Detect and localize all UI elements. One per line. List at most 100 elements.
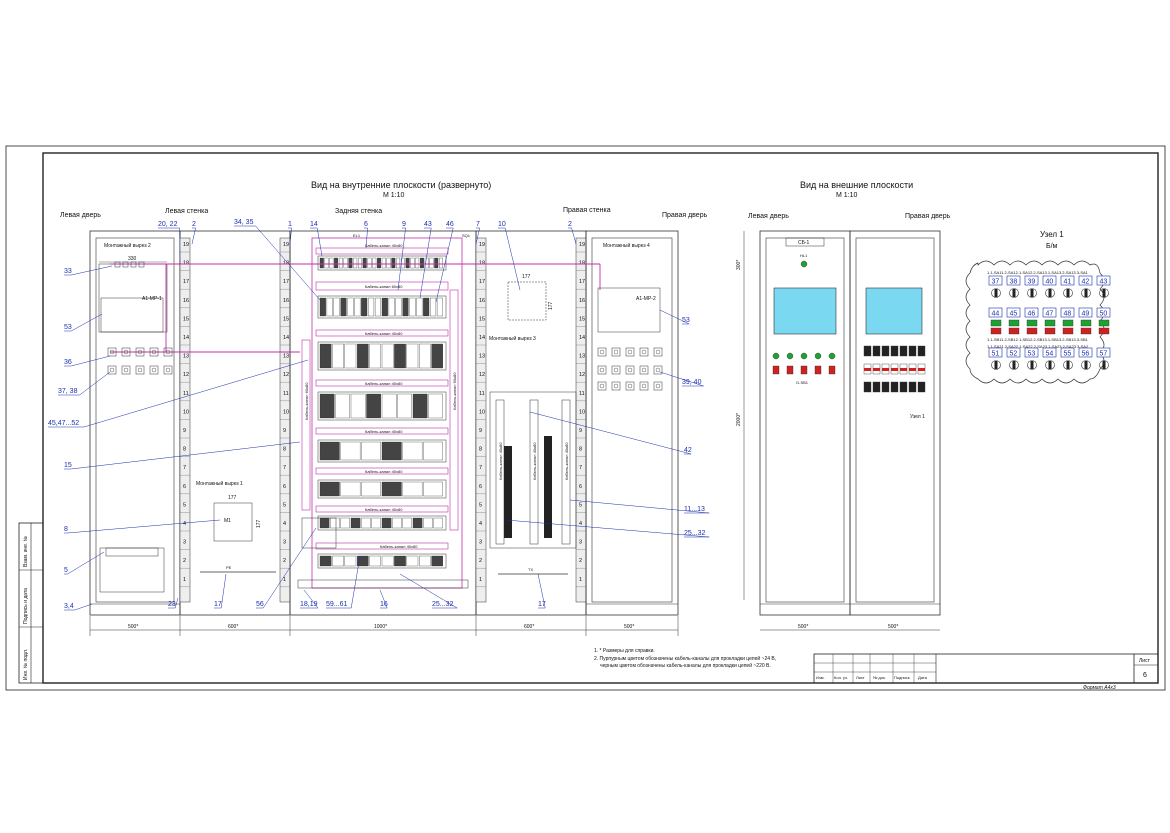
panel-switch [873, 382, 880, 392]
terminal-block [372, 518, 381, 528]
label-back-wall: Задняя стенка [335, 208, 382, 215]
ruler-number: 4 [283, 521, 286, 527]
door-control [612, 382, 620, 390]
ruler-number: 1 [479, 577, 482, 583]
callout-label: 33 [64, 268, 72, 275]
uzel-number: 54 [1046, 351, 1054, 358]
terminal-block [368, 258, 372, 268]
ruler-number: 12 [479, 372, 485, 378]
terminal-block [396, 258, 400, 268]
uzel-green-button [991, 320, 1001, 326]
door-control-knob [110, 368, 114, 372]
indicator-lamp [773, 353, 779, 359]
terminal-block [367, 394, 381, 418]
stamp-list-label: Лист [1139, 658, 1151, 664]
panel-switch-mark [873, 368, 880, 371]
ruler-number: 10 [579, 409, 585, 415]
door-control-knob [642, 368, 646, 372]
side-stamp-replace: Взам. инв. № [23, 536, 29, 567]
channel-vert-left: Кабель-канал 60х80 [304, 382, 309, 420]
callout-label: 53 [682, 317, 690, 324]
terminal-block [382, 482, 401, 496]
callout-label: 36 [64, 359, 72, 366]
channel-vert-a: Кабель-канал 40х80 [498, 442, 503, 480]
channel-60: Кабель-канал 60х80 [365, 284, 403, 289]
callout-label: 34, 35 [234, 219, 254, 226]
callout-label: 5 [64, 567, 68, 574]
dim-bottom-3: 1000* [374, 624, 387, 630]
terminal-block [377, 258, 381, 268]
terminal-block [430, 298, 436, 316]
door-connector [123, 262, 128, 267]
door-control [626, 382, 634, 390]
panel-switch [891, 346, 898, 356]
ruler-number: 4 [183, 521, 186, 527]
stop-button [787, 366, 793, 374]
stop-button [829, 366, 835, 374]
door-connector [115, 262, 120, 267]
terminal-block [382, 442, 401, 460]
terminal-block [423, 298, 429, 316]
panel-switch [918, 382, 925, 392]
door-control-knob [614, 368, 618, 372]
uzel-1-detail: Узел 1 Б/м 1.1-SA11.2-SA12.1-SA12.2-SA13… [966, 230, 1110, 383]
ruler-number: 9 [479, 428, 482, 434]
uzel-selector-handle [995, 289, 998, 297]
uzel-red-button [1009, 328, 1019, 334]
cutout-4-label: Монтажный вырез 4 [603, 242, 650, 249]
label-left-door: Левая дверь [60, 212, 101, 219]
label-hl1: HL1 [800, 253, 808, 258]
ruler-number: 14 [579, 335, 585, 341]
terminal-block [336, 394, 350, 418]
uzel-selector-handle [1085, 361, 1088, 369]
uzel-number: 45 [1010, 311, 1018, 318]
uzel-number: 40 [1046, 279, 1054, 286]
terminal-block [403, 482, 422, 496]
uzel-selector-handle [1049, 289, 1052, 297]
ruler-number: 4 [479, 521, 482, 527]
right-wall: Монтажный вырез 3 177 177 Кабель-канал 4… [476, 231, 586, 615]
sq1-switch: SQ1 [462, 233, 471, 238]
terminal-block [429, 394, 443, 418]
uzel-red-button [1027, 328, 1037, 334]
terminal-block [413, 394, 427, 418]
uzel-selector-handle [1049, 361, 1052, 369]
inner-view-title: Вид на внутренние плоскости (развернуто) [311, 180, 491, 190]
terminal-block [320, 258, 324, 268]
terminal-block [361, 298, 367, 316]
dim-outer-1: 500* [798, 624, 808, 630]
uzel-red-button [1081, 328, 1091, 334]
door-control-knob [124, 368, 128, 372]
terminal-block [357, 344, 368, 368]
channel-top: Кабель-канал 40х80 [365, 243, 403, 248]
callout-label: 1 [288, 221, 292, 228]
terminal-block [341, 518, 350, 528]
door-connector [131, 262, 136, 267]
dim-177-a: 177 [228, 495, 237, 501]
title-block: Изм. Кол. уч. Лист № док. Подпись Дата Л… [814, 654, 1158, 691]
door-control-knob [600, 368, 604, 372]
terminal-block [370, 344, 381, 368]
panel-switch-mark [909, 368, 916, 371]
terminal-block [320, 518, 329, 528]
terminal-block [382, 344, 393, 368]
label-left-wall: Левая стенка [165, 208, 208, 215]
terminal-block [363, 258, 367, 268]
door-control-knob [656, 368, 660, 372]
terminal-block [416, 298, 422, 316]
ruler-number: 3 [479, 540, 482, 546]
terminal-block [341, 442, 360, 460]
terminal-block [419, 344, 430, 368]
uzel-row2-labels: 1.1-SB11.2-SB12.1-SB12.2-SB13.1-SB13.2-S… [987, 337, 1089, 342]
terminal-block [423, 518, 432, 528]
terminal-block [351, 394, 365, 418]
ruler-number: 16 [183, 298, 189, 304]
cutout-1-label: Монтажный вырез 1 [196, 480, 243, 487]
stamp-col-list: Лист [856, 675, 865, 680]
door-control [150, 366, 158, 374]
ruler-number: 7 [283, 465, 286, 471]
inner-frame [43, 153, 1158, 683]
dim-bottom-4: 600* [524, 624, 534, 630]
ruler-number: 11 [283, 391, 289, 397]
terminal-block [334, 298, 340, 316]
